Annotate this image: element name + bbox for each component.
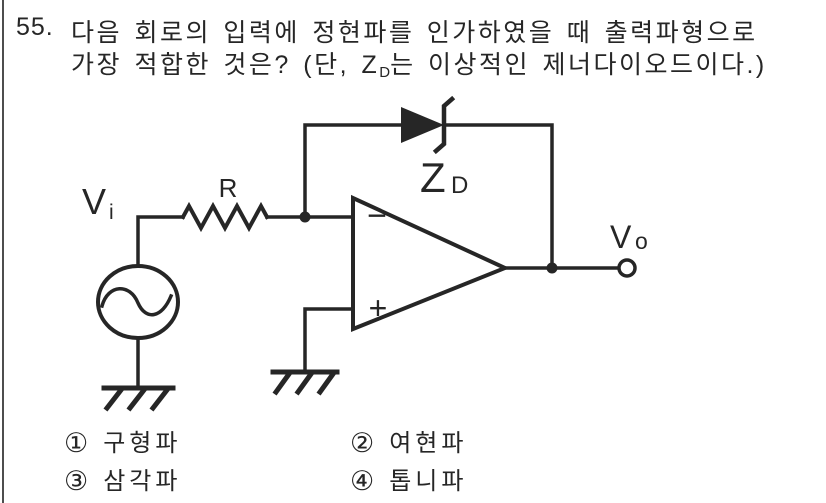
resistor-symbol [180, 201, 270, 233]
output-terminal-icon [617, 258, 637, 278]
zener-label-sub: D [451, 172, 468, 199]
resistor-label: R [219, 173, 238, 203]
choice-2[interactable]: ② 여현파 [350, 430, 467, 457]
zener-diode-icon [401, 107, 444, 143]
opamp-plus-sign: + [369, 290, 388, 326]
choice-3-number: ③ [64, 466, 89, 496]
choice-2-number: ② [350, 428, 375, 458]
page-left-border [2, 0, 4, 503]
choice-3[interactable]: ③ 삼각파 [64, 468, 181, 495]
question-text-line2: 가장 적합한 것은? (단, ZD는 이상적인 제너다이오드이다.) [71, 45, 767, 81]
wire-input [136, 215, 185, 268]
ground-icon-noninverting [270, 369, 340, 396]
question-text-line1: 다음 회로의 입력에 정현파를 인가하였을 때 출력파형으로 [71, 19, 758, 47]
question-line2-post: 는 이상적인 제너다이오드이다.) [390, 51, 767, 79]
junction-dot-output [546, 262, 558, 274]
choice-4-label: 톱니파 [389, 467, 468, 495]
sine-source-icon [96, 264, 180, 340]
zener-label: Z [420, 154, 446, 201]
choice-4-number: ④ [350, 466, 375, 496]
sine-wave-glyph [99, 287, 174, 317]
question-line2-pre: 가장 적합한 것은? (단, Z [71, 51, 380, 79]
input-label-sub: i [109, 201, 114, 224]
choice-4[interactable]: ④ 톱니파 [350, 468, 467, 495]
wire-feedback-left [303, 123, 403, 219]
opamp-minus-sign: − [367, 197, 387, 235]
opamp-triangle-icon [351, 194, 511, 332]
wire-noninverting-to-ground [303, 307, 355, 373]
question-number: 55. [16, 13, 54, 41]
ground-icon-source [101, 385, 176, 412]
input-label: V [82, 181, 106, 222]
wire-feedback-right [442, 123, 554, 270]
choice-3-label: 삼각파 [103, 467, 182, 495]
output-label: V [610, 219, 632, 255]
choice-2-label: 여현파 [389, 429, 468, 457]
output-label-sub: o [635, 228, 648, 254]
choice-1-label: 구형파 [103, 429, 182, 457]
choice-1[interactable]: ① 구형파 [64, 430, 181, 457]
junction-dot-input [299, 211, 311, 223]
choice-1-number: ① [64, 428, 89, 458]
question-line2-subscript: D [379, 64, 391, 81]
